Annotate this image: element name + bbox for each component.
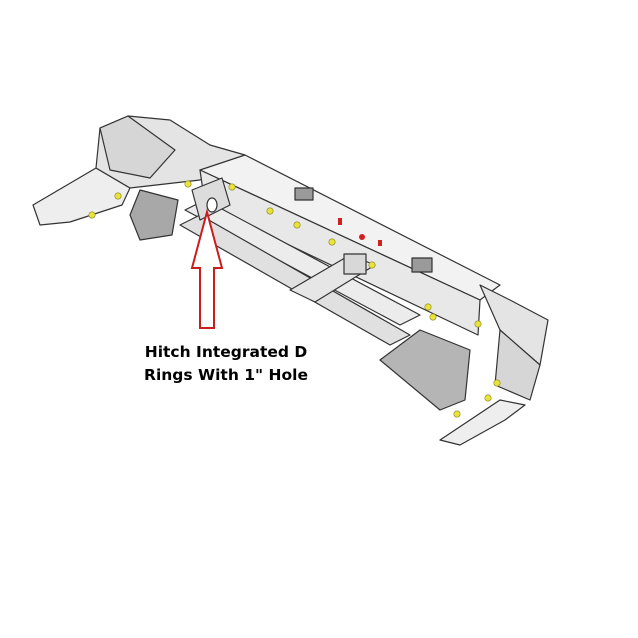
- callout-line-2: Rings With 1" Hole: [144, 366, 308, 384]
- right-bracket: [439, 399, 526, 446]
- hitch-receiver: [343, 253, 367, 275]
- right-wing-face: [494, 329, 541, 401]
- left-mount-bracket: [129, 189, 179, 241]
- right-wing-top: [479, 284, 549, 366]
- light-cutout-left: [294, 187, 314, 201]
- callout-label: Hitch Integrated D Rings With 1" Hole: [136, 341, 316, 387]
- callout-arrow: [190, 208, 224, 329]
- bolts: [88, 180, 501, 418]
- light-cutout-right: [411, 257, 433, 273]
- right-mount-bracket: [379, 329, 471, 411]
- d-ring-hole: [206, 197, 218, 213]
- hitch-rail-lower: [179, 214, 411, 346]
- callout-line-1: Hitch Integrated D: [144, 343, 308, 361]
- light-details: [338, 218, 382, 246]
- left-wing-face: [99, 115, 176, 179]
